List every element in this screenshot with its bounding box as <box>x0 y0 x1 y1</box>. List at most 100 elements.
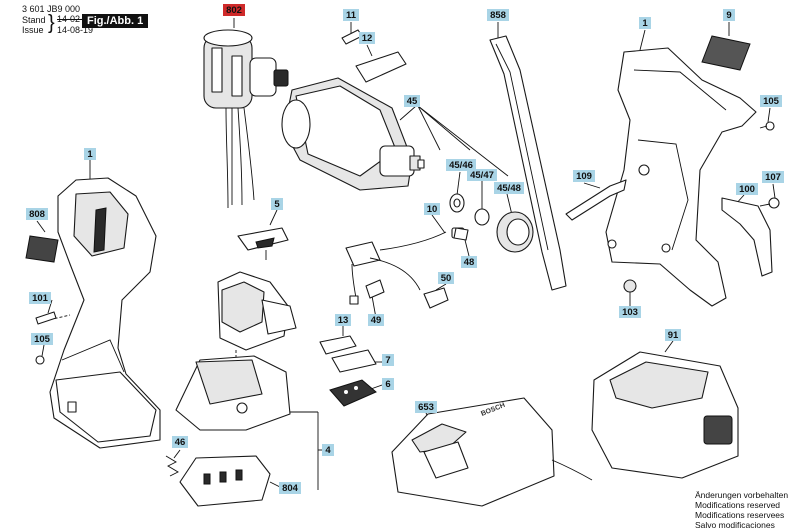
belt-clip-part-858 <box>489 35 567 291</box>
svg-text:12: 12 <box>362 33 373 44</box>
callout-109: 109 <box>573 170 595 182</box>
charger-part-653: BOSCH <box>391 397 593 507</box>
svg-text:9: 9 <box>726 10 731 21</box>
svg-text:101: 101 <box>32 293 49 304</box>
part-13 <box>319 335 357 355</box>
callout-808: 808 <box>26 208 48 220</box>
ring-part-45-47 <box>474 208 490 226</box>
callout-100: 100 <box>736 183 758 195</box>
svg-text:45: 45 <box>407 96 418 107</box>
screw-part-105-right <box>759 121 775 131</box>
callout-105-left: 105 <box>31 333 53 345</box>
callout-91: 91 <box>665 329 681 341</box>
issue-date: 14-08-19 <box>57 25 94 35</box>
callout-45: 45 <box>404 95 420 107</box>
callout-4: 4 <box>322 444 334 456</box>
svg-text:105: 105 <box>34 334 51 345</box>
svg-text:109: 109 <box>576 171 592 182</box>
spring-part-46 <box>165 455 179 477</box>
svg-text:7: 7 <box>385 355 390 366</box>
housing-right-part-1 <box>605 47 757 307</box>
callout-1-top: 1 <box>639 17 651 29</box>
part-6 <box>329 379 377 407</box>
callout-10: 10 <box>424 203 440 215</box>
slider-part-5 <box>237 227 289 260</box>
stand-date: 14-02-17 <box>57 14 94 24</box>
note-de: Änderungen vorbehalten <box>695 490 789 500</box>
svg-text:1: 1 <box>642 18 648 29</box>
note-en: Modifications reserved <box>695 500 781 510</box>
callout-107: 107 <box>762 171 784 183</box>
motor-part-802 <box>203 29 289 209</box>
callout-858: 858 <box>487 9 509 21</box>
label-part-9 <box>701 35 751 71</box>
nut-part-103 <box>623 279 637 293</box>
callout-5: 5 <box>271 198 283 210</box>
callout-1-left: 1 <box>84 148 96 160</box>
callout-105-right: 105 <box>760 95 782 107</box>
svg-text:50: 50 <box>441 273 452 284</box>
callout-103: 103 <box>619 306 641 318</box>
callout-labels: 802 11 12 858 1 9 45 105 1 45/46 45/47 4… <box>26 4 784 494</box>
note-es: Salvo modificaciones <box>695 520 775 530</box>
part-48 <box>453 227 469 241</box>
svg-text:105: 105 <box>763 96 780 107</box>
part-7 <box>331 349 377 373</box>
screw-part-101 <box>35 311 57 325</box>
callout-49: 49 <box>368 314 384 326</box>
stand-label: Stand <box>22 15 46 25</box>
svg-text:653: 653 <box>418 402 434 413</box>
housing-left-part-1 <box>49 177 161 449</box>
note-fr: Modifications reservees <box>695 510 785 520</box>
svg-text:45/47: 45/47 <box>470 170 494 181</box>
callout-46: 46 <box>172 436 188 448</box>
part-number: 3 601 JB9 000 <box>22 4 81 14</box>
wire-part-10 <box>345 227 465 305</box>
impact-mechanism-part-45 <box>281 77 425 191</box>
screw-part-107 <box>759 197 780 209</box>
switch-cover-part-12 <box>355 51 407 83</box>
callout-45-46: 45/46 <box>446 159 476 171</box>
svg-text:802: 802 <box>226 5 242 16</box>
callout-48: 48 <box>461 256 477 268</box>
modification-notes: Änderungen vorbehalten Modifications res… <box>695 490 788 530</box>
svg-text:10: 10 <box>427 204 438 215</box>
battery-part-91 <box>591 351 739 479</box>
callout-45-47: 45/47 <box>467 169 497 181</box>
callout-12: 12 <box>359 32 375 44</box>
svg-text:103: 103 <box>622 307 638 318</box>
callout-802: 802 <box>223 4 245 16</box>
svg-text:6: 6 <box>385 379 390 390</box>
callout-804: 804 <box>279 482 301 494</box>
callout-50: 50 <box>438 272 454 284</box>
svg-text:107: 107 <box>765 172 781 183</box>
figure-label: Fig./Abb. 1 <box>82 14 149 28</box>
svg-text:808: 808 <box>29 209 45 220</box>
svg-text:1: 1 <box>87 149 93 160</box>
callout-7: 7 <box>382 354 394 366</box>
contact-plate-part-804 <box>179 455 271 507</box>
svg-text:804: 804 <box>282 483 299 494</box>
bit-part-109 <box>565 179 627 221</box>
switch-part-4 <box>175 271 297 431</box>
svg-text:46: 46 <box>175 437 186 448</box>
label-part-808 <box>25 235 59 263</box>
callout-45-48: 45/48 <box>494 182 524 194</box>
callout-9: 9 <box>723 9 735 21</box>
part-50 <box>423 287 449 309</box>
svg-text:45/46: 45/46 <box>449 160 473 171</box>
svg-text:45/48: 45/48 <box>497 183 521 194</box>
callout-6: 6 <box>382 378 394 390</box>
svg-text:49: 49 <box>371 315 382 326</box>
sleeve-part-45-48 <box>496 211 534 253</box>
svg-text:4: 4 <box>325 445 331 456</box>
svg-text:48: 48 <box>464 257 475 268</box>
callout-101: 101 <box>29 292 51 304</box>
callout-653: 653 <box>415 401 437 413</box>
screw-part-105-left <box>35 355 45 365</box>
svg-text:13: 13 <box>338 315 349 326</box>
washer-part-45-46 <box>449 193 465 213</box>
callout-11: 11 <box>343 9 359 21</box>
callout-13: 13 <box>335 314 351 326</box>
